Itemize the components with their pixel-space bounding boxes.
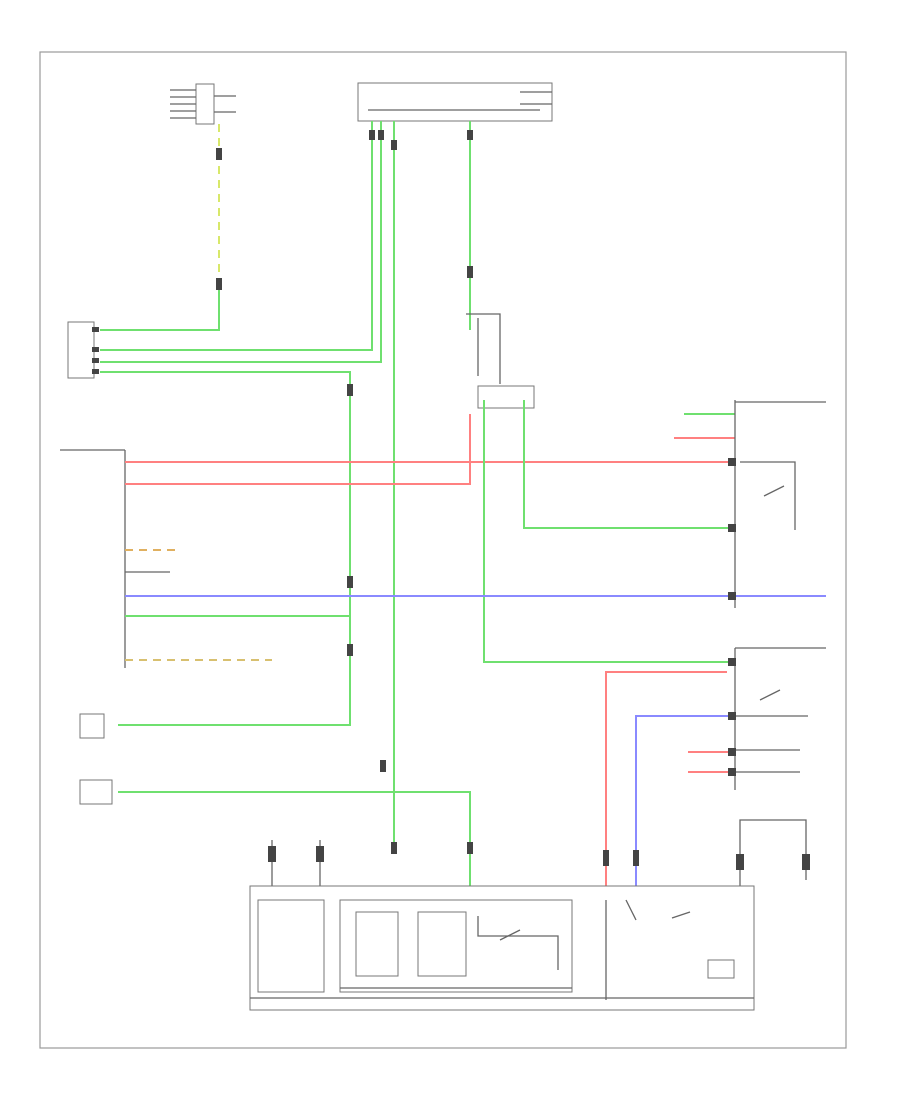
center-relay (466, 313, 535, 409)
right-mid-switch (734, 647, 826, 790)
blue-wires (125, 595, 826, 890)
wire-terminals (216, 130, 736, 866)
bottom-fuse-connection (268, 840, 324, 890)
bottom-ecu (249, 885, 755, 1011)
left-lower-modules (79, 713, 113, 805)
diagram-frame (39, 51, 847, 1049)
top-center-control-unit (357, 82, 553, 122)
left-module-leads (125, 549, 272, 661)
green-wires-right (118, 400, 735, 890)
red-wires (125, 414, 735, 890)
right-bottom-sensor (736, 819, 810, 890)
left-connector-block (67, 321, 99, 379)
right-top-switch (734, 400, 826, 608)
top-left-component (170, 83, 236, 125)
green-wires-top (100, 121, 471, 854)
left-module (60, 449, 126, 668)
